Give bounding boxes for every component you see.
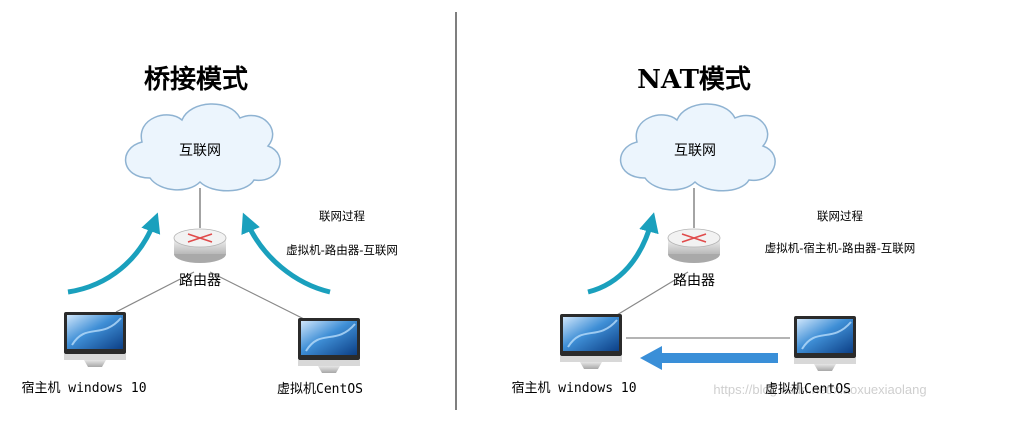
vm-label: 虚拟机CentOS — [277, 382, 363, 397]
vm-monitor-icon — [794, 316, 856, 371]
cloud-label: 互联网 — [674, 143, 716, 159]
host-monitor-icon — [64, 312, 126, 367]
process-title: 联网过程 — [817, 209, 863, 223]
process-path: 虚拟机-宿主机-路由器-互联网 — [765, 241, 915, 255]
upload-arrow-left — [67, 212, 161, 295]
router-icon — [173, 228, 227, 263]
vm-to-host-arrow — [640, 346, 778, 370]
link-router-host — [611, 271, 689, 319]
bridge-panel: 桥接模式 互联网 路由器 联网过程 — [21, 65, 397, 397]
host-monitor-icon — [560, 314, 622, 369]
nat-panel: NAT模式 互联网 路由器 联网过程 虚拟机-宿主 — [511, 65, 926, 397]
router-label: 路由器 — [179, 273, 221, 289]
panel-title: 桥接模式 — [144, 65, 248, 95]
link-router-vm — [209, 271, 311, 323]
upload-arrow-right — [241, 212, 331, 295]
cloud-label: 互联网 — [179, 143, 221, 159]
process-title: 联网过程 — [319, 209, 365, 223]
vm-monitor-icon — [298, 318, 360, 373]
internet-cloud: 互联网 — [125, 103, 281, 192]
process-path: 虚拟机-路由器-互联网 — [286, 243, 398, 257]
vm-label: 虚拟机CentOS — [765, 382, 851, 397]
host-label: 宿主机 windows 10 — [21, 380, 146, 396]
upload-arrow-left — [587, 212, 659, 295]
internet-cloud: 互联网 — [620, 103, 776, 192]
router-icon — [667, 228, 721, 263]
host-label: 宿主机 windows 10 — [511, 380, 636, 396]
link-router-host — [115, 271, 195, 313]
router-label: 路由器 — [673, 273, 715, 289]
panel-title: NAT模式 — [637, 65, 751, 95]
watermark-text: https://blog.csdn.net/xiaoxuexiaolang — [713, 382, 926, 397]
